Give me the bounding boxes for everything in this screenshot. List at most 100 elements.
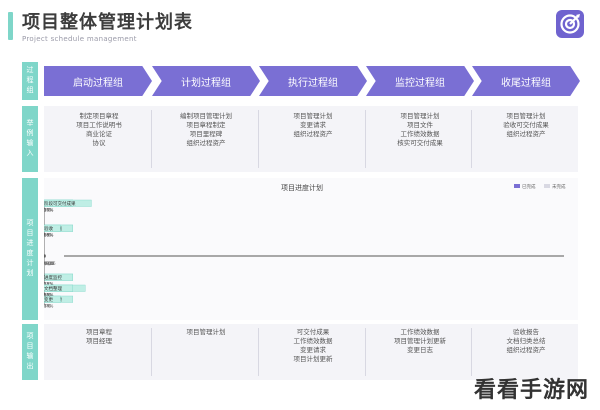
phase-closing: 收尾过程组 [472, 66, 580, 96]
gantt-chart: 项目进度计划已完成未完成2021/8/72021/8/172021/8/2720… [44, 183, 566, 308]
target-logo-icon [556, 10, 584, 38]
task-percent: 55% [44, 281, 53, 286]
divider [258, 110, 259, 168]
timeline-date-label: 2021/10/16 [44, 261, 56, 266]
input-item: 核实可交付成果 [397, 139, 443, 147]
input-item: 项目管理计划 [506, 112, 546, 120]
task-percent: 74% [44, 303, 53, 308]
task-name: 文档整理 [44, 285, 62, 292]
divider [471, 110, 472, 168]
output-item: 项目章程 [86, 328, 112, 336]
timeline-tick [44, 254, 46, 258]
task-percent: 5% [44, 292, 51, 297]
timeline-date-label: 2021/9/16 [44, 261, 55, 266]
inputs-panel [44, 106, 578, 172]
input-item: 项目文件 [407, 121, 433, 129]
divider [471, 328, 472, 376]
task-name-box [44, 273, 73, 281]
phase-initiating: 启动过程组 [44, 66, 152, 96]
legend-swatch [514, 184, 520, 188]
task-percent: 20% [44, 207, 53, 212]
outputs-executing: 可交付成果 工作绩效数据 变更请求 项目计划更新 [260, 328, 366, 364]
legend-label: 已完成 [522, 183, 536, 190]
inputs-executing: 项目管理计划 变更请求 组织过程资产 [260, 112, 366, 139]
input-item: 协议 [92, 139, 106, 147]
output-item: 可交付成果 [296, 328, 330, 336]
timeline-date-label: 2021/8/17 [44, 261, 55, 266]
gantt-title: 项目进度计划 [281, 183, 323, 192]
task-name: 阶段可交付成果 [44, 200, 76, 207]
task-name: 进度监控 [44, 274, 62, 281]
divider [151, 110, 152, 168]
task-name-box [44, 295, 61, 303]
output-item: 工作绩效数据 [293, 337, 333, 345]
task-percent: 70% [44, 292, 53, 297]
task-name-box [44, 284, 73, 292]
timeline-date-label: 2021/8/7 [44, 261, 53, 266]
output-item: 项目计划更新 [293, 355, 333, 363]
legend-label: 未完成 [552, 183, 566, 190]
inputs-monitoring: 项目管理计划 项目文件 工作绩效数据 核实可交付成果 [367, 112, 473, 148]
input-item: 工作绩效数据 [400, 130, 440, 138]
divider [258, 328, 259, 376]
outputs-panel [44, 324, 578, 380]
timeline-date-label: 2021/8/27 [44, 261, 55, 266]
watermark: 看看手游网 [474, 378, 590, 403]
divider [365, 328, 366, 376]
task-percent: 98% [44, 232, 53, 237]
timeline-date-label: 2021/9/6 [44, 261, 53, 266]
inputs-closing: 项目管理计划 验收可交付成果 组织过程资产 [473, 112, 579, 139]
timeline-date-label: 2021/10/6 [44, 261, 55, 266]
divider [365, 110, 366, 168]
output-item: 工作绩效数据 [400, 328, 440, 336]
inputs-initiating: 制定项目章程 项目工作说明书 商业论证 协议 [46, 112, 152, 148]
input-item: 项目管理计划 [293, 112, 333, 120]
output-item: 变更日志 [407, 346, 433, 354]
schedule-panel [44, 178, 578, 320]
inputs-planning: 编制项目管理计划 项目章程制定 项目里程碑 组织过程资产 [153, 112, 259, 148]
task-name-box [44, 224, 61, 232]
output-item: 项目经理 [86, 337, 112, 345]
outputs-closing: 验收报告 文档归类总结 组织过程资产 [473, 328, 579, 355]
timeline-date-label: 2021/9/26 [44, 261, 55, 266]
row-label-schedule: 项目进度计划 [22, 178, 38, 320]
input-item: 项目工作说明书 [76, 121, 122, 129]
outputs-initiating: 项目章程 项目经理 [46, 328, 152, 346]
divider [151, 328, 152, 376]
input-item: 变更请求 [300, 121, 326, 129]
input-item: 组织过程资产 [506, 130, 546, 138]
input-item: 项目管理计划 [400, 112, 440, 120]
header: 项目整体管理计划表 Project schedule management [0, 0, 600, 56]
legend-swatch [544, 184, 550, 188]
output-item: 组织过程资产 [506, 346, 546, 354]
output-item: 项目管理计划更新 [394, 337, 446, 345]
phase-planning: 计划过程组 [152, 66, 260, 96]
input-item: 制定项目章程 [79, 112, 119, 120]
row-label-outputs: 项目输出 [22, 324, 38, 380]
task-percent: 5% [44, 207, 51, 212]
input-item: 组织过程资产 [293, 130, 333, 138]
input-item: 验收可交付成果 [503, 121, 549, 129]
row-label-process-group: 过程组 [22, 62, 38, 100]
output-item: 文档归类总结 [506, 337, 546, 345]
task-percent: 70% [44, 207, 53, 212]
task-percent: 65% [44, 232, 53, 237]
outputs-monitoring: 工作绩效数据 项目管理计划更新 变更日志 [367, 328, 473, 355]
input-item: 编制项目管理计划 [180, 112, 232, 120]
outputs-planning: 项目管理计划 [153, 328, 259, 337]
output-item: 项目管理计划 [186, 328, 226, 336]
task-percent: 5% [44, 232, 51, 237]
accent-bar [8, 12, 13, 40]
row-label-inputs: 举例输入 [22, 106, 38, 172]
input-item: 组织过程资产 [186, 139, 226, 147]
output-item: 变更请求 [300, 346, 326, 354]
input-item: 项目章程制定 [186, 121, 226, 129]
task-percent: 78% [44, 281, 53, 286]
input-item: 商业论证 [86, 130, 112, 138]
task-percent: 3% [44, 303, 51, 308]
task-percent: 61% [44, 292, 53, 297]
input-item: 项目里程碑 [189, 130, 223, 138]
output-item: 验收报告 [513, 328, 539, 336]
page-subtitle: Project schedule management [22, 35, 137, 43]
task-name-box [44, 199, 92, 207]
